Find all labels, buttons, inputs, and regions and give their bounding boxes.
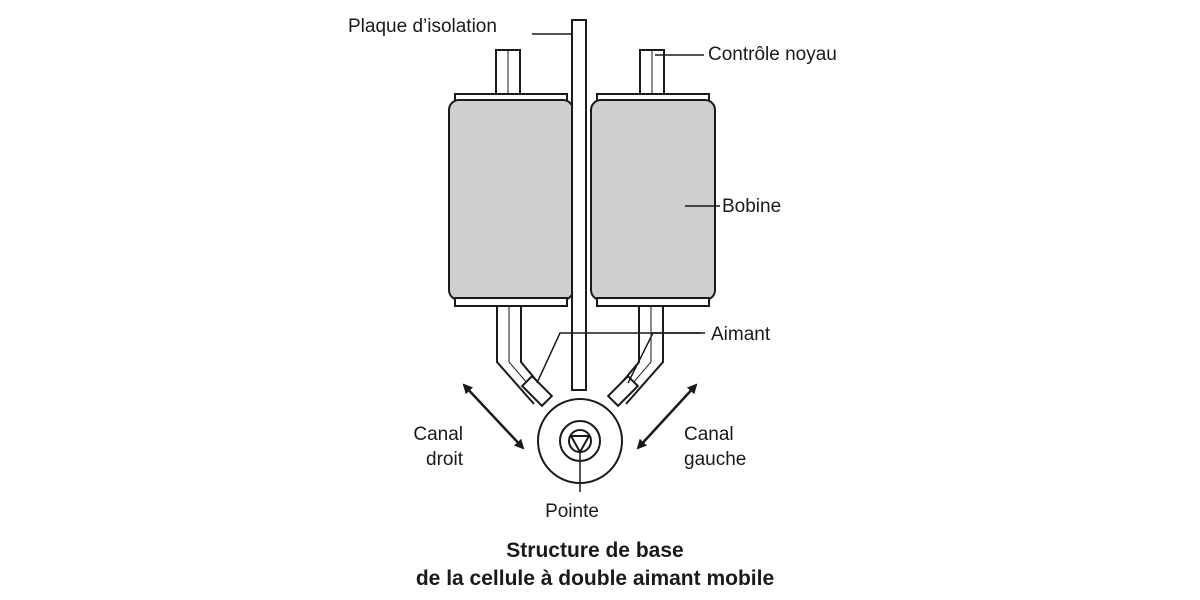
right-channel-arrow [462,383,525,450]
right-channel-label-line2: droit [426,449,464,470]
stylus-tip-label: Pointe [545,501,599,522]
stylus-assembly [537,398,623,492]
right-channel-label-line1: Canal [413,424,463,445]
caption-line1: Structure de base [506,539,683,562]
right-core-rod [639,49,665,97]
left-channel-arrow [636,383,698,450]
magnet-label: Aimant [711,324,771,345]
left-core-rod [495,49,521,97]
left-channel-label-line1: Canal [684,424,734,445]
caption-line2: de la cellule à double aimant mobile [416,567,774,590]
left-coil [448,93,574,307]
right-coil [590,93,716,307]
right-magnet [606,374,640,408]
left-magnet [520,374,554,408]
leader-lines [532,33,720,384]
insulation-plate [571,19,587,391]
core-control-label: Contrôle noyau [708,44,837,65]
left-channel-label-line2: gauche [684,449,746,470]
insulation-plate-label: Plaque d’isolation [348,16,497,37]
coil-label: Bobine [722,196,781,217]
